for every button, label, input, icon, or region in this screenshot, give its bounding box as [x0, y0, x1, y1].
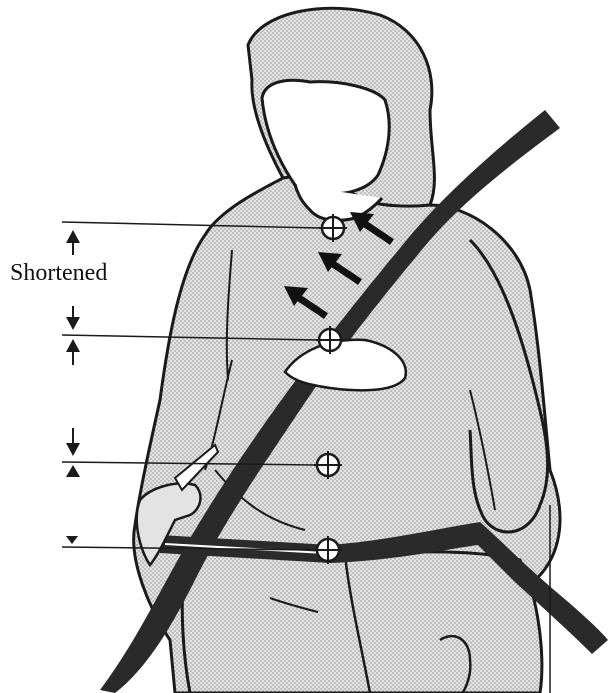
arrowhead-up-icon [66, 465, 80, 477]
arrowhead-down-icon [66, 306, 80, 330]
shortened-label: Shortened [10, 260, 107, 287]
arrowhead-down-icon [66, 428, 80, 456]
lap-shape [182, 551, 542, 693]
arrowhead-up-icon [66, 339, 80, 365]
arrowhead-up-icon [66, 230, 80, 255]
arrowhead-down-icon [66, 536, 78, 544]
